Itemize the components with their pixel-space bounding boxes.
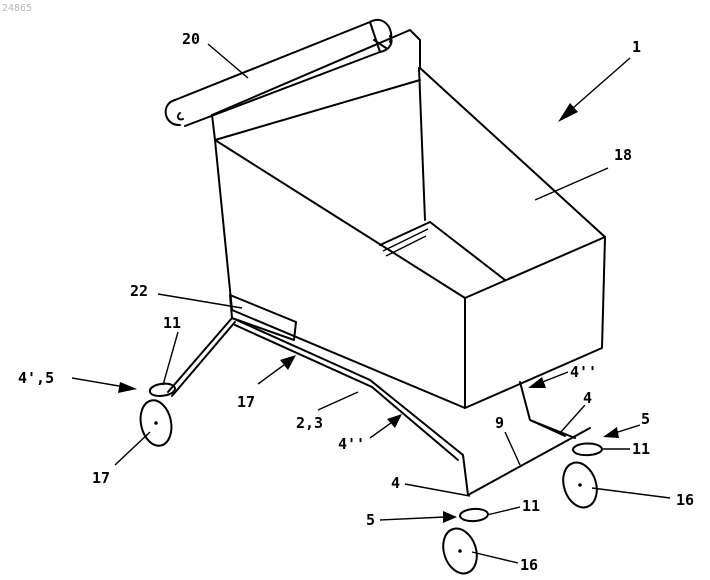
label-9: 9 xyxy=(495,414,504,432)
label-22: 22 xyxy=(130,282,148,300)
label-18: 18 xyxy=(614,146,632,164)
document-id: 24865 xyxy=(2,3,32,14)
label-4-lower: 4 xyxy=(391,474,400,492)
label-20: 20 xyxy=(182,30,200,48)
label-4-double-prime-upper: 4'' xyxy=(570,363,597,381)
label-11-lower: 11 xyxy=(522,497,540,515)
label-5-right: 5 xyxy=(641,410,650,428)
label-4-prime-5: 4',5 xyxy=(18,369,54,387)
label-16-right: 16 xyxy=(676,491,694,509)
label-11-right: 11 xyxy=(632,440,650,458)
label-11-left: 11 xyxy=(163,314,181,332)
label-17-upper: 17 xyxy=(237,393,255,411)
label-4-double-prime-lower: 4'' xyxy=(338,435,365,453)
label-1: 1 xyxy=(632,38,641,56)
chassis-frame xyxy=(168,318,590,495)
wheels xyxy=(137,397,603,577)
label-4-right: 4 xyxy=(583,389,592,407)
label-17-lower: 17 xyxy=(92,469,110,487)
label-2-3: 2,3 xyxy=(296,414,323,432)
label-5-lower: 5 xyxy=(366,511,375,529)
basket xyxy=(212,30,605,408)
label-16-lower: 16 xyxy=(520,556,538,574)
